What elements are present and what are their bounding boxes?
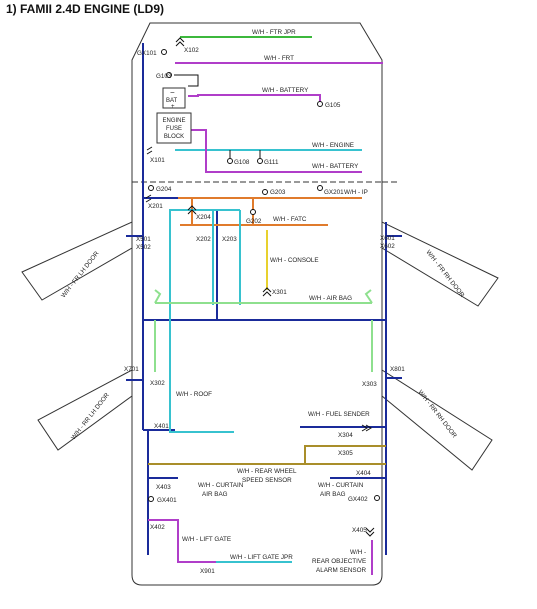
- gnd-g111: G111: [264, 159, 279, 166]
- label-rear-wheel-2: SPEED SENSOR: [242, 477, 292, 484]
- conn-x701: X701: [124, 366, 139, 373]
- conn-x801: X801: [390, 366, 405, 373]
- fuse-block-line-3: BLOCK: [164, 134, 184, 140]
- label-fatc: W/H - FATC: [273, 216, 307, 223]
- ground-gx402-mark: [374, 495, 380, 501]
- label-ftr-jpr: W/H - FTR JPR: [252, 29, 296, 36]
- battery-label: BAT: [166, 98, 178, 104]
- gnd-g204: G204: [156, 186, 172, 193]
- conn-x402: X402: [150, 524, 165, 531]
- connector-x101-mark: [146, 146, 153, 155]
- battery-box: − BAT +: [162, 87, 186, 110]
- connector-x405-mark: [365, 527, 375, 537]
- label-engine: W/H - ENGINE: [312, 142, 354, 149]
- ground-g103-mark: [166, 72, 172, 78]
- wire-g103: [174, 74, 199, 87]
- label-curtain-l-2: AIR BAG: [202, 491, 228, 498]
- conn-x303: X303: [362, 381, 377, 388]
- conn-x102: X102: [184, 47, 199, 54]
- conn-x202: X202: [196, 236, 211, 243]
- label-battery-lower: W/H - BATTERY: [312, 163, 359, 170]
- conn-x601: X601: [380, 235, 395, 242]
- label-frt: W/H - FRT: [264, 55, 294, 62]
- ground-g108-mark: [227, 158, 233, 164]
- door-fr-lh: [21, 221, 133, 301]
- label-console: W/H - CONSOLE: [270, 257, 319, 264]
- gnd-gx201: GX201: [324, 189, 344, 196]
- connector-x204-mark: [187, 205, 197, 215]
- diagram-title: 1) FAMII 2.4D ENGINE (LD9): [6, 2, 165, 16]
- door-rr-rh: [381, 369, 493, 471]
- ground-g105-mark: [317, 101, 323, 107]
- label-rear-obj-2: REAR OBJECTIVE: [312, 558, 366, 565]
- ground-gx201-mark: [317, 185, 323, 191]
- label-fr-lh-door: W/H - FR LH DOOR: [60, 250, 101, 299]
- conn-x204: X204: [196, 214, 211, 221]
- ground-gx401-mark: [148, 496, 154, 502]
- label-lift-gate-jpr: W/H - LIFT GATE JPR: [230, 554, 293, 561]
- battery-plus: +: [171, 104, 175, 110]
- label-rear-obj-1: W/H -: [350, 549, 366, 556]
- label-ip: W/H - IP: [344, 189, 368, 196]
- conn-x101: X101: [150, 157, 165, 164]
- ground-g202-mark: [250, 209, 256, 215]
- ground-g111-mark: [257, 158, 263, 164]
- fuse-block-line-1: ENGINE: [162, 118, 185, 124]
- wire-lift-gate-magenta: [148, 519, 216, 563]
- battery-minus: −: [170, 88, 175, 97]
- conn-x502: X502: [136, 244, 151, 251]
- gnd-g103: G103: [156, 73, 172, 80]
- label-roof: W/H - ROOF: [176, 391, 212, 398]
- label-lift-gate: W/H - LIFT GATE: [182, 536, 231, 543]
- door-rr-lh: [37, 369, 133, 451]
- connector-x301-mark: [262, 287, 272, 297]
- wire-battery-lower: [190, 129, 362, 173]
- wire-x305-olive: [304, 445, 386, 464]
- conn-x405: X405: [352, 527, 367, 534]
- wire-airbag-right-branch: [364, 289, 373, 304]
- conn-x403: X403: [156, 484, 171, 491]
- conn-x404: X404: [356, 470, 371, 477]
- ground-g203-mark: [262, 189, 268, 195]
- connector-x102-mark: [175, 37, 185, 47]
- gnd-g108: G108: [234, 159, 250, 166]
- wire-airbag-left-branch: [154, 289, 162, 304]
- conn-x301: X301: [272, 289, 287, 296]
- ground-gx101-mark: [161, 49, 167, 55]
- gnd-gx401: GX401: [157, 497, 177, 504]
- conn-x201: X201: [148, 203, 163, 210]
- label-air-bag: W/H - AIR BAG: [309, 295, 352, 302]
- gnd-g105: G105: [325, 102, 341, 109]
- vehicle-outline: [131, 22, 400, 586]
- gnd-gx101: GX101: [137, 50, 157, 57]
- label-rear-wheel-1: W/H - REAR WHEEL: [237, 468, 297, 475]
- label-battery-upper: W/H - BATTERY: [262, 87, 309, 94]
- gnd-gx402: GX402: [348, 496, 368, 503]
- conn-x501: X501: [136, 236, 151, 243]
- conn-x401: X401: [154, 423, 169, 430]
- label-curtain-r-1: W/H - CURTAIN: [318, 482, 364, 489]
- conn-x602: X602: [380, 243, 395, 250]
- gnd-g202: G202: [246, 218, 262, 225]
- connector-x304-mark: [361, 424, 372, 432]
- conn-x305: X305: [338, 450, 353, 457]
- ground-g204-mark: [148, 185, 154, 191]
- fuse-block-line-2: FUSE: [166, 126, 182, 132]
- conn-x203: X203: [222, 236, 237, 243]
- conn-x304: X304: [338, 432, 353, 439]
- label-curtain-l-1: W/H - CURTAIN: [198, 482, 244, 489]
- label-curtain-r-2: AIR BAG: [320, 491, 346, 498]
- door-fr-rh: [381, 221, 499, 307]
- connector-x201-mark: [145, 194, 152, 203]
- label-fuel-sender: W/H - FUEL SENDER: [308, 411, 370, 418]
- label-rear-obj-3: ALARM SENSOR: [316, 567, 366, 574]
- conn-x901: X901: [200, 568, 215, 575]
- conn-x302: X302: [150, 380, 165, 387]
- gnd-g203: G203: [270, 189, 286, 196]
- wire-battery-upper: [188, 94, 321, 103]
- engine-fuse-block: ENGINE FUSE BLOCK: [156, 112, 192, 144]
- label-fr-rh-door: W/H - FR RH DOOR: [424, 249, 465, 299]
